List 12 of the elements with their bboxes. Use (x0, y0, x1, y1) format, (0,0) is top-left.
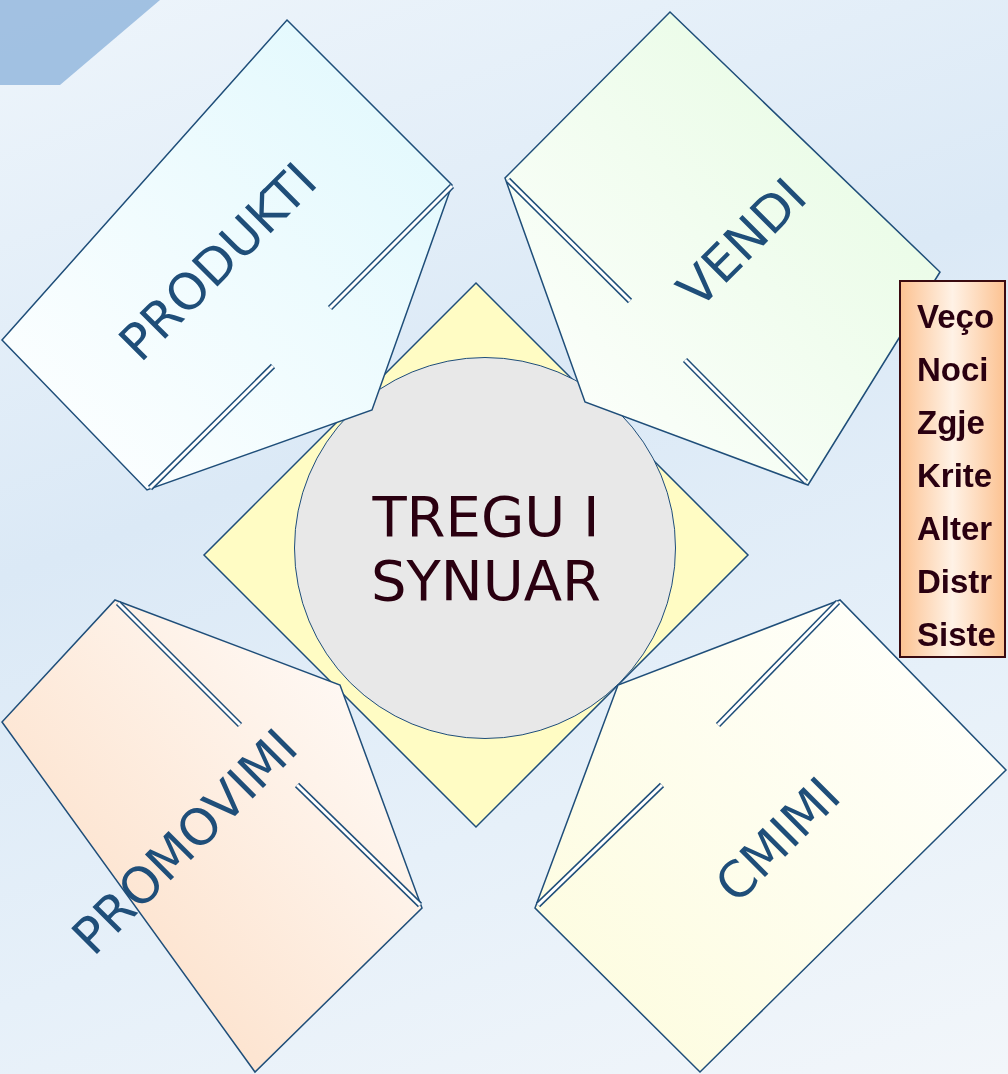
list-item: Krite (917, 456, 994, 496)
text-panel (899, 280, 1006, 658)
list-item: Veço (917, 297, 996, 337)
list-item: Zgje (917, 403, 986, 443)
list-item: Siste (917, 615, 997, 655)
list-item: Alter (917, 509, 994, 549)
list-item: Distr (917, 562, 994, 602)
folded-diamond-card (535, 600, 1006, 1072)
list-item: Noci (917, 350, 990, 390)
folded-diamond-card (2, 600, 422, 1072)
center-label: TREGU I SYNUAR (370, 484, 602, 614)
folded-diamond-card (2, 20, 452, 490)
